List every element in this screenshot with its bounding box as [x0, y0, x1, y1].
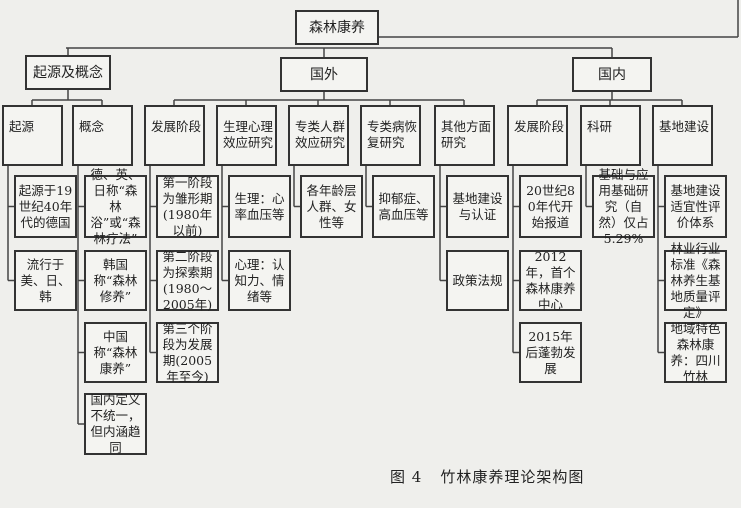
topic-node: 基地建设 [652, 105, 713, 166]
detail-node: 第二阶段为探索期(1980～2005年) [156, 249, 219, 312]
topic-node: 专类人群效应研究 [288, 105, 349, 166]
detail-node: 20世纪80年代开始报道 [519, 175, 582, 238]
topic-node: 概念 [72, 105, 133, 166]
detail-node: 基地建设与认证 [446, 175, 509, 238]
detail-node: 流行于美、日、韩 [14, 250, 77, 311]
detail-node: 林业行业标准《森林养生基地质量评定》 [664, 241, 727, 320]
detail-node: 政策法规 [446, 250, 509, 311]
detail-node: 第一阶段为雏形期(1980年以前) [156, 175, 219, 238]
detail-node: 德、英、日称“森林浴”或“森林疗法” [84, 167, 147, 246]
topic-node: 生理心理效应研究 [216, 105, 277, 166]
topic-node: 发展阶段 [144, 105, 205, 166]
figure-title: 竹林康养理论架构图 [440, 468, 585, 486]
category-node: 起源及概念 [25, 55, 111, 90]
detail-node: 国内定义不统一，但内涵趋同 [84, 392, 147, 455]
topic-node: 发展阶段 [507, 105, 568, 166]
figure-caption: 图 4 竹林康养理论架构图 [390, 466, 602, 487]
detail-node: 基础与应用基础研究（自然）仅占5.29% [592, 167, 655, 246]
detail-node: 中国称“森林康养” [84, 322, 147, 383]
detail-node: 2012年，首个森林康养中心 [519, 249, 582, 312]
detail-node: 基地建设适宜性评价体系 [664, 175, 727, 238]
detail-node: 2015年后蓬勃发展 [519, 322, 582, 383]
detail-node: 生理：心率血压等 [228, 175, 291, 238]
detail-node: 地域特色森林康养：四川竹林 [664, 321, 727, 384]
detail-node: 各年龄层人群、女性等 [300, 175, 363, 238]
detail-node: 抑郁症、高血压等 [372, 175, 435, 238]
topic-node: 起源 [2, 105, 63, 166]
figure-number: 图 4 [390, 468, 423, 486]
detail-node: 心理：认知力、情绪等 [228, 250, 291, 311]
topic-node: 科研 [580, 105, 641, 166]
category-node: 国外 [280, 57, 368, 92]
detail-node: 韩国称“森林修养” [84, 250, 147, 311]
topic-node: 专类病恢复研究 [360, 105, 421, 166]
category-node: 国内 [572, 57, 652, 92]
detail-node: 起源于19世纪40年代的德国 [14, 175, 77, 238]
topic-node: 其他方面研究 [434, 105, 495, 166]
detail-node: 第三个阶段为发展期(2005年至今) [156, 321, 219, 384]
root-node: 森林康养 [295, 10, 379, 45]
